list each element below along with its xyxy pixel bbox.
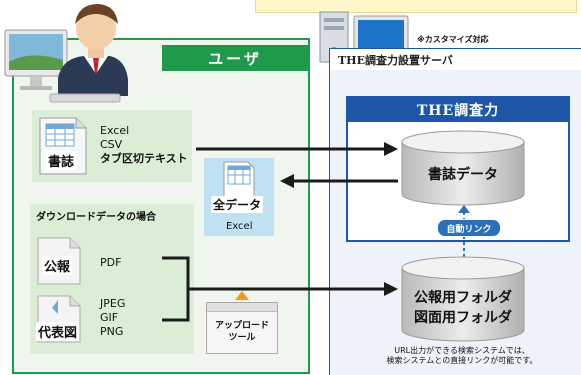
user-panel-title: ユーザ [162,45,308,71]
kouhou-label: 公報 [42,256,73,275]
auto-link-badge: 自動リンク [437,219,501,237]
format-excel: Excel [100,124,130,137]
bibliographic-db-label: 書誌データ [428,167,498,183]
all-data-format: Excel [226,221,253,232]
format-tsv: タブ区切テキスト [100,152,188,165]
bibliographic-db-cylinder [401,130,525,206]
server-title: THE調査力設置サーバ [329,48,581,70]
server-monitor-icon [353,15,409,60]
format-csv: CSV [100,138,123,151]
export-arrow-to-server [196,142,398,156]
all-data-document-icon [223,161,255,201]
download-heading: ダウンロードデータの場合 [36,212,156,223]
format-gif: GIF [100,311,119,324]
kouhou-format: PDF [100,256,122,269]
upload-tool-window [206,302,278,354]
folders-db-cylinder [401,256,525,342]
top-note-box [255,0,577,13]
upload-tool-label: アップロード ツール [214,321,269,343]
import-arrow-to-user [280,174,398,188]
shoshi-label: 書誌 [46,151,77,170]
shoshi-format-list: Excel CSV タブ区切テキスト [100,124,188,166]
customization-note: ※カスタマイズ対応 [417,35,489,44]
folders-db-label: 公報用フォルダ 図面用フォルダ [398,288,528,328]
format-png: PNG [100,325,124,338]
upload-arrow-icon [235,291,249,300]
monitor-icon [4,29,68,90]
the-chousaryoku-title: THE調査力 [348,98,568,122]
format-jpeg: JPEG [100,297,126,310]
all-data-label: 全データ [211,196,264,213]
daihyouzu-label: 代表図 [36,322,80,341]
zumen-folder-label: 図面用フォルダ [414,310,512,326]
user-illustration [4,4,128,103]
url-link-note: URL出力ができる検索システムでは、 検索システムとの直接リンクが可能です。 [386,346,538,365]
person-icon [49,4,128,103]
upload-arrow-to-server [162,256,398,322]
daihyouzu-format-list: JPEG GIF PNG [100,297,125,339]
kouhou-folder-label: 公報用フォルダ [414,290,512,306]
